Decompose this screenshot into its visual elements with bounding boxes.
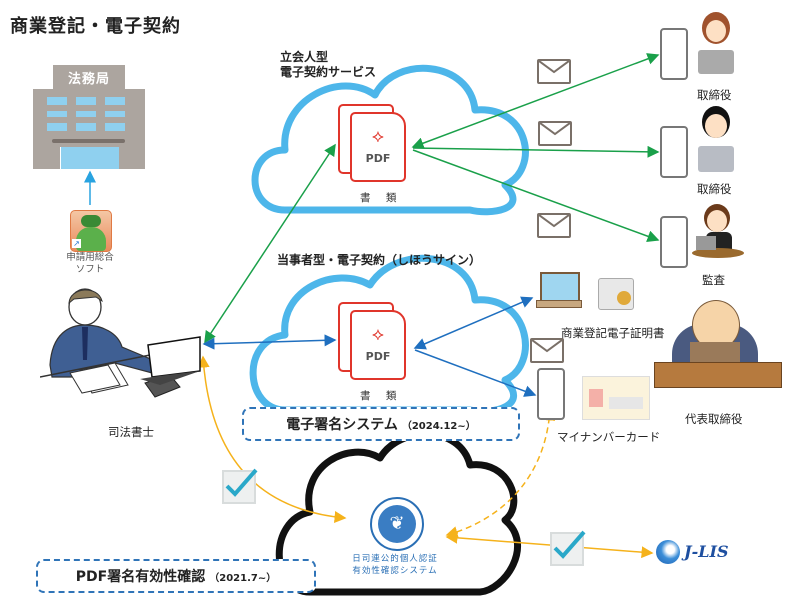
- check-icon-right: [550, 530, 586, 566]
- director2-avatar: [696, 106, 736, 174]
- shortcut-arrow-icon: ↗: [72, 239, 81, 248]
- arrow-party-phone: [414, 349, 537, 397]
- scrivener-figure: [39, 285, 205, 405]
- mail-icon: [530, 338, 564, 363]
- check-icon-left: [222, 468, 258, 504]
- witness-doc-caption: 書 類: [360, 192, 403, 204]
- mynumber-card-icon: [582, 376, 650, 420]
- arrow-witness-director2: [412, 145, 660, 158]
- smartphone-icon: [660, 126, 688, 178]
- pdf-document-icon[interactable]: ⟡ PDF: [338, 302, 410, 386]
- mail-icon: [538, 121, 572, 146]
- smartphone-icon: [537, 368, 565, 420]
- mail-icon: [537, 59, 571, 84]
- arrow-scrivener-party: [202, 334, 337, 350]
- director1-avatar: [696, 12, 736, 80]
- representative-avatar: [654, 300, 782, 392]
- legal-bureau-label: 法務局: [53, 65, 125, 89]
- director2-label: 取締役: [697, 182, 732, 196]
- signature-system-box: 電子署名システム（2024.12~）: [242, 407, 520, 441]
- acrobat-icon: ⟡: [372, 126, 384, 147]
- certificate-key-icon: [598, 278, 634, 310]
- mail-icon: [537, 213, 571, 238]
- legal-bureau-building: 法務局: [33, 65, 145, 169]
- smartphone-icon: [660, 28, 688, 80]
- laptop-icon: [536, 272, 582, 308]
- witness-cloud-title: 立会人型 電子契約サービス: [280, 50, 377, 79]
- representative-label: 代表取締役: [685, 412, 743, 426]
- software-app-icon[interactable]: ↗: [70, 210, 112, 252]
- arrow-verify-mynumber: [445, 408, 556, 538]
- pdf-verify-box: PDF署名有効性確認（2021.7~）: [36, 559, 316, 593]
- pdf-document-icon[interactable]: ⟡ PDF: [338, 104, 410, 188]
- jfba-seal-icon: ❦: [370, 497, 424, 551]
- arrow-witness-auditor: [412, 149, 660, 243]
- building-body-icon: [33, 89, 145, 169]
- arrow-scrivener-witness: [204, 143, 336, 344]
- smartphone-icon: [660, 216, 688, 268]
- auditor-avatar: [688, 200, 748, 260]
- arrow-witness-director1: [411, 53, 660, 149]
- jlis-label: J-LIS: [684, 542, 729, 561]
- arrow-verify-jlis: [445, 531, 654, 559]
- verify-system-label: 日司連公的個人認証 有効性確認システム: [352, 554, 438, 576]
- auditor-label: 監査: [702, 273, 725, 287]
- commercial-cert-label: 商業登記電子証明書: [561, 326, 665, 340]
- mynumber-label: マイナンバーカード: [557, 430, 661, 444]
- software-label: 申請用総合 ソフト: [66, 252, 114, 275]
- party-doc-caption: 書 類: [360, 390, 403, 402]
- scrivener-label: 司法書士: [108, 425, 154, 439]
- page-title: 商業登記・電子契約: [10, 16, 181, 37]
- acrobat-icon: ⟡: [372, 324, 384, 345]
- arrow-party-laptop: [413, 296, 534, 350]
- director1-label: 取締役: [697, 88, 732, 102]
- jlis-logo-icon: [656, 540, 680, 564]
- party-cloud-title: 当事者型・電子契約（しほうサイン）: [277, 253, 482, 267]
